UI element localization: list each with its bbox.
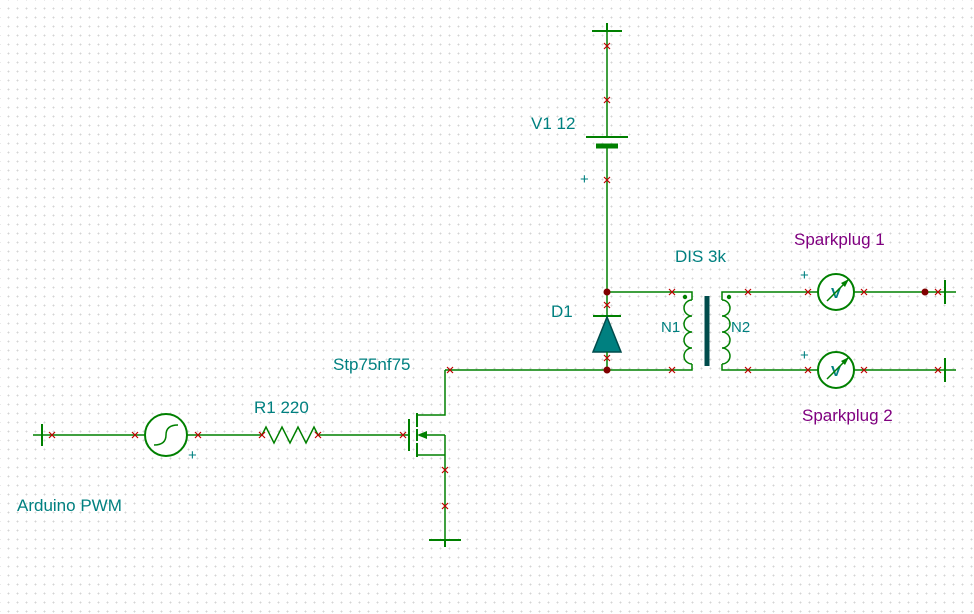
terminal-arduino-input[interactable] — [33, 424, 50, 446]
ground-top-shape — [592, 23, 622, 32]
voltmeter-2-glyph: V — [831, 363, 841, 380]
voltmeter-2[interactable]: V + — [800, 347, 855, 389]
battery-label[interactable]: V1 12 — [531, 114, 575, 133]
sparkplug-2-caption[interactable]: Sparkplug 2 — [802, 406, 893, 425]
mosfet-drain-lead — [417, 370, 446, 416]
sparkplug-1-caption[interactable]: Sparkplug 1 — [794, 230, 885, 249]
diode-label[interactable]: D1 — [551, 302, 573, 321]
node-dot — [603, 366, 611, 374]
phase-dot-secondary — [726, 294, 732, 300]
voltmeter-2-plus-sign: + — [800, 347, 809, 364]
diode-triangle — [591, 314, 623, 353]
wire-primary-top[interactable] — [607, 291, 693, 300]
battery-plus-sign: + — [580, 171, 589, 188]
transformer-secondary-coil — [721, 299, 731, 365]
generator-label[interactable]: Arduino PWM — [17, 496, 122, 515]
wire-secondary-top[interactable] — [721, 291, 818, 300]
pin-markers — [48, 42, 942, 510]
terminal-sparkplug-2[interactable] — [944, 358, 956, 382]
node-dot — [921, 288, 929, 296]
resistor-label[interactable]: R1 220 — [254, 398, 309, 417]
transformer-n1-label[interactable]: N1 — [661, 319, 680, 336]
voltmeter-1-glyph: V — [831, 285, 841, 302]
node-dot — [603, 288, 611, 296]
resistor-zigzag — [261, 425, 319, 445]
transformer-primary-coil — [683, 299, 693, 365]
voltmeter-1-plus-sign: + — [800, 267, 809, 284]
transformer-label[interactable]: DIS 3k — [675, 247, 727, 266]
voltmeter-2-needle-arrowhead — [841, 357, 849, 365]
mosfet-body-arrow — [417, 431, 427, 439]
voltmeter-1-needle-arrowhead — [841, 279, 849, 287]
diode-d1[interactable]: D1 — [551, 292, 623, 370]
terminal-sparkplug-1[interactable] — [944, 280, 956, 304]
mosfet-stp75nf75[interactable]: Stp75nf75 — [333, 355, 446, 457]
battery-v1[interactable]: V1 12 + — [531, 114, 628, 188]
junction-nodes — [603, 288, 929, 374]
generator-waveform-glyph — [153, 424, 179, 446]
wire-secondary-bottom[interactable] — [721, 364, 818, 371]
transformer-n2-label[interactable]: N2 — [731, 319, 750, 336]
wire-primary-bottom[interactable] — [607, 364, 693, 371]
generator-plus-sign: + — [188, 447, 197, 464]
voltmeter-1[interactable]: V + — [800, 267, 855, 311]
ground-symbol-top[interactable] — [592, 23, 622, 44]
voltage-generator-pwm[interactable]: + — [144, 413, 197, 464]
resistor-r1[interactable]: R1 220 — [254, 398, 319, 445]
phase-dot-primary — [682, 294, 688, 300]
transformer-dis[interactable]: DIS 3k N1 N2 — [661, 247, 750, 366]
mosfet-label[interactable]: Stp75nf75 — [333, 355, 411, 374]
ground-bottom-shape — [429, 539, 461, 547]
ground-symbol-bottom[interactable] — [429, 533, 461, 547]
